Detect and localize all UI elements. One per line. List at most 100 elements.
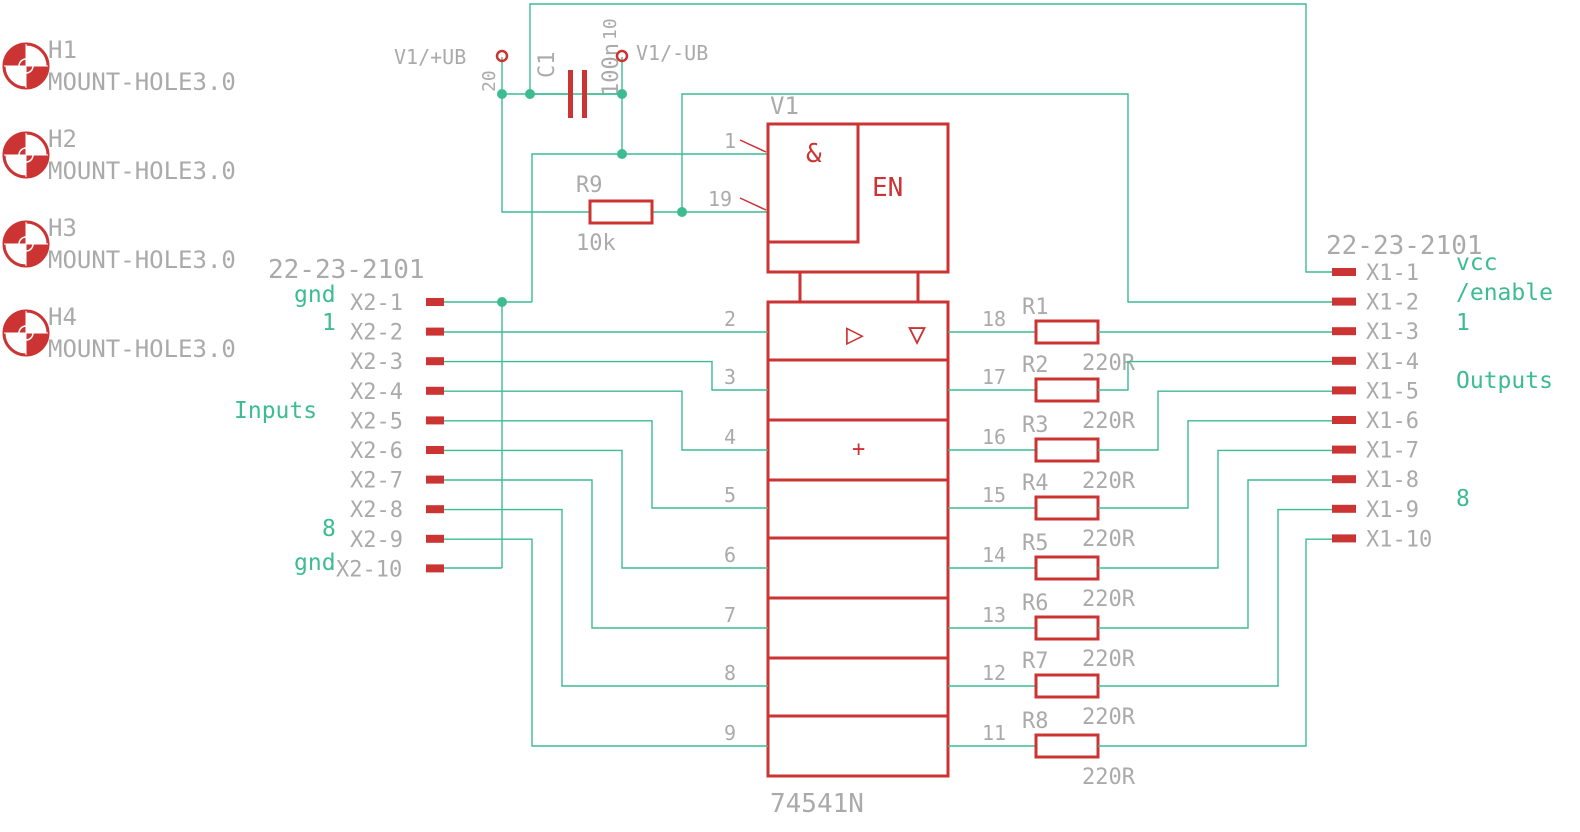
resistor-value: 220R: [1082, 527, 1136, 552]
resistor-value: 220R: [1082, 409, 1136, 434]
x1-pin: X1-8: [1332, 468, 1419, 493]
x1-pin-label: X1-6: [1366, 409, 1419, 434]
power-pos-pin: 20: [479, 70, 500, 92]
resistor-ref: R4: [1022, 471, 1049, 496]
x2-part-number: 22-23-2101: [268, 255, 425, 285]
resistor-ref: R1: [1022, 295, 1049, 320]
x1-pin: X1-9: [1332, 498, 1419, 523]
resistor-value: 220R: [1082, 705, 1136, 730]
x2-pin: X2-10: [336, 557, 444, 582]
power-pos-label: V1/+UB: [394, 45, 466, 69]
x1-pin: X1-5: [1332, 379, 1419, 404]
x2-pin-label: X2-9: [350, 528, 403, 553]
mount-hole-ref: H4: [48, 303, 77, 331]
resistor-ref: R2: [1022, 353, 1049, 378]
ic-enable-pin-19: 19: [708, 187, 732, 211]
ic-output-pin: 16: [982, 425, 1006, 449]
input-net: 4: [444, 390, 768, 451]
ic-output-pin: 14: [982, 543, 1006, 567]
x2-pin: X2-7: [350, 469, 444, 494]
ic-value: 74541N: [770, 789, 864, 819]
mount-hole-ref: H2: [48, 125, 77, 153]
x2-pin-label: X2-4: [350, 380, 403, 405]
x2-pin-label: X2-10: [336, 557, 402, 582]
output-channel: 14 R5 220R: [948, 449, 1332, 612]
x1-pin-label: X1-9: [1366, 498, 1419, 523]
input-net: 9: [444, 538, 768, 747]
ic-74541: V1 & EN ▷ ▽ + 74541N 1 19: [708, 92, 950, 819]
input-net: 7: [444, 479, 768, 629]
note-inputs: Inputs: [234, 398, 317, 424]
ic-input-pin: 8: [724, 661, 736, 685]
x1-pin-label: X1-3: [1366, 320, 1419, 345]
ic-input-pin: 4: [724, 425, 736, 449]
ic-output-pin: 12: [982, 661, 1006, 685]
ic-input-pin: 2: [724, 307, 736, 331]
ic-power-pins: V1/+UB V1/-UB 20 10: [394, 18, 708, 92]
ic-en-label: EN: [872, 173, 903, 203]
junctions: [497, 89, 687, 307]
note-left-one: 1: [322, 310, 336, 336]
ic-input-pin: 3: [724, 365, 736, 389]
mount-hole-value: MOUNT-HOLE3.0: [48, 157, 236, 185]
resistor-value: 220R: [1082, 351, 1136, 376]
x1-pin-label: X1-8: [1366, 468, 1419, 493]
power-neg-pin: 10: [600, 18, 621, 40]
capacitor-c1: C1 100n: [530, 43, 624, 118]
x1-pin: X1-10: [1332, 527, 1432, 552]
note-vcc: vcc: [1456, 250, 1498, 276]
x2-pin-label: X2-6: [350, 439, 403, 464]
x1-part-number: 22-23-2101: [1326, 231, 1483, 261]
x1-pin: X1-1: [1332, 261, 1419, 286]
ic-output-pin: 15: [982, 483, 1006, 507]
r9-value: 10k: [576, 231, 616, 256]
resistor-ref: R7: [1022, 649, 1049, 674]
resistor-value: 220R: [1082, 587, 1136, 612]
x2-pin-label: X2-1: [350, 291, 403, 316]
x2-pin: X2-2: [350, 321, 444, 346]
x2-pin: X2-8: [350, 498, 444, 523]
resistor-value: 220R: [1082, 647, 1136, 672]
resistor-ref: R5: [1022, 531, 1049, 556]
ic-tristate-symbol: ▽: [908, 317, 926, 352]
note-enable: /enable: [1456, 280, 1553, 306]
input-net: 2: [444, 307, 768, 333]
x2-pin-label: X2-5: [350, 409, 403, 434]
ic-output-pin: 13: [982, 603, 1006, 627]
x1-pin-label: X1-10: [1366, 527, 1432, 552]
ic-output-pin: 17: [982, 365, 1006, 389]
resistor-ref: R6: [1022, 591, 1049, 616]
c1-ref: C1: [535, 52, 560, 79]
ic-output-pin: 11: [982, 721, 1006, 745]
x1-pin: X1-4: [1332, 350, 1419, 375]
connector-x1: X1-1X1-2X1-3X1-4X1-5X1-6X1-7X1-8X1-9X1-1…: [1332, 261, 1432, 552]
mount-hole-value: MOUNT-HOLE3.0: [48, 68, 236, 96]
mount-hole-ref: H3: [48, 214, 77, 242]
x1-pin: X1-6: [1332, 409, 1419, 434]
x2-pin: X2-4: [350, 380, 444, 405]
input-net: 6: [444, 449, 768, 569]
x2-pin-label: X2-7: [350, 469, 403, 494]
output-channel: 12 R7 220R: [948, 508, 1332, 730]
x2-pin: X2-9: [350, 528, 444, 553]
note-gnd-bottom: gnd: [294, 550, 336, 576]
mount-holes: H1MOUNT-HOLE3.0H2MOUNT-HOLE3.0H3MOUNT-HO…: [2, 36, 236, 363]
x2-pin: X2-5: [350, 409, 444, 434]
resistor-r9: R9 10k: [576, 173, 654, 256]
x2-pin-label: X2-8: [350, 498, 403, 523]
output-channel: 15 R4 220R: [948, 420, 1332, 552]
x1-pin-label: X1-2: [1366, 291, 1419, 316]
ic-enable-pin-1: 1: [724, 129, 736, 153]
mount-hole-value: MOUNT-HOLE3.0: [48, 335, 236, 363]
ic-and-symbol: &: [806, 139, 822, 169]
ic-input-pin: 6: [724, 543, 736, 567]
x2-pin: X2-1: [350, 291, 444, 316]
x1-pin: X1-2: [1332, 291, 1419, 316]
ic-input-pin: 7: [724, 603, 736, 627]
ic-plus-symbol: +: [852, 437, 865, 462]
